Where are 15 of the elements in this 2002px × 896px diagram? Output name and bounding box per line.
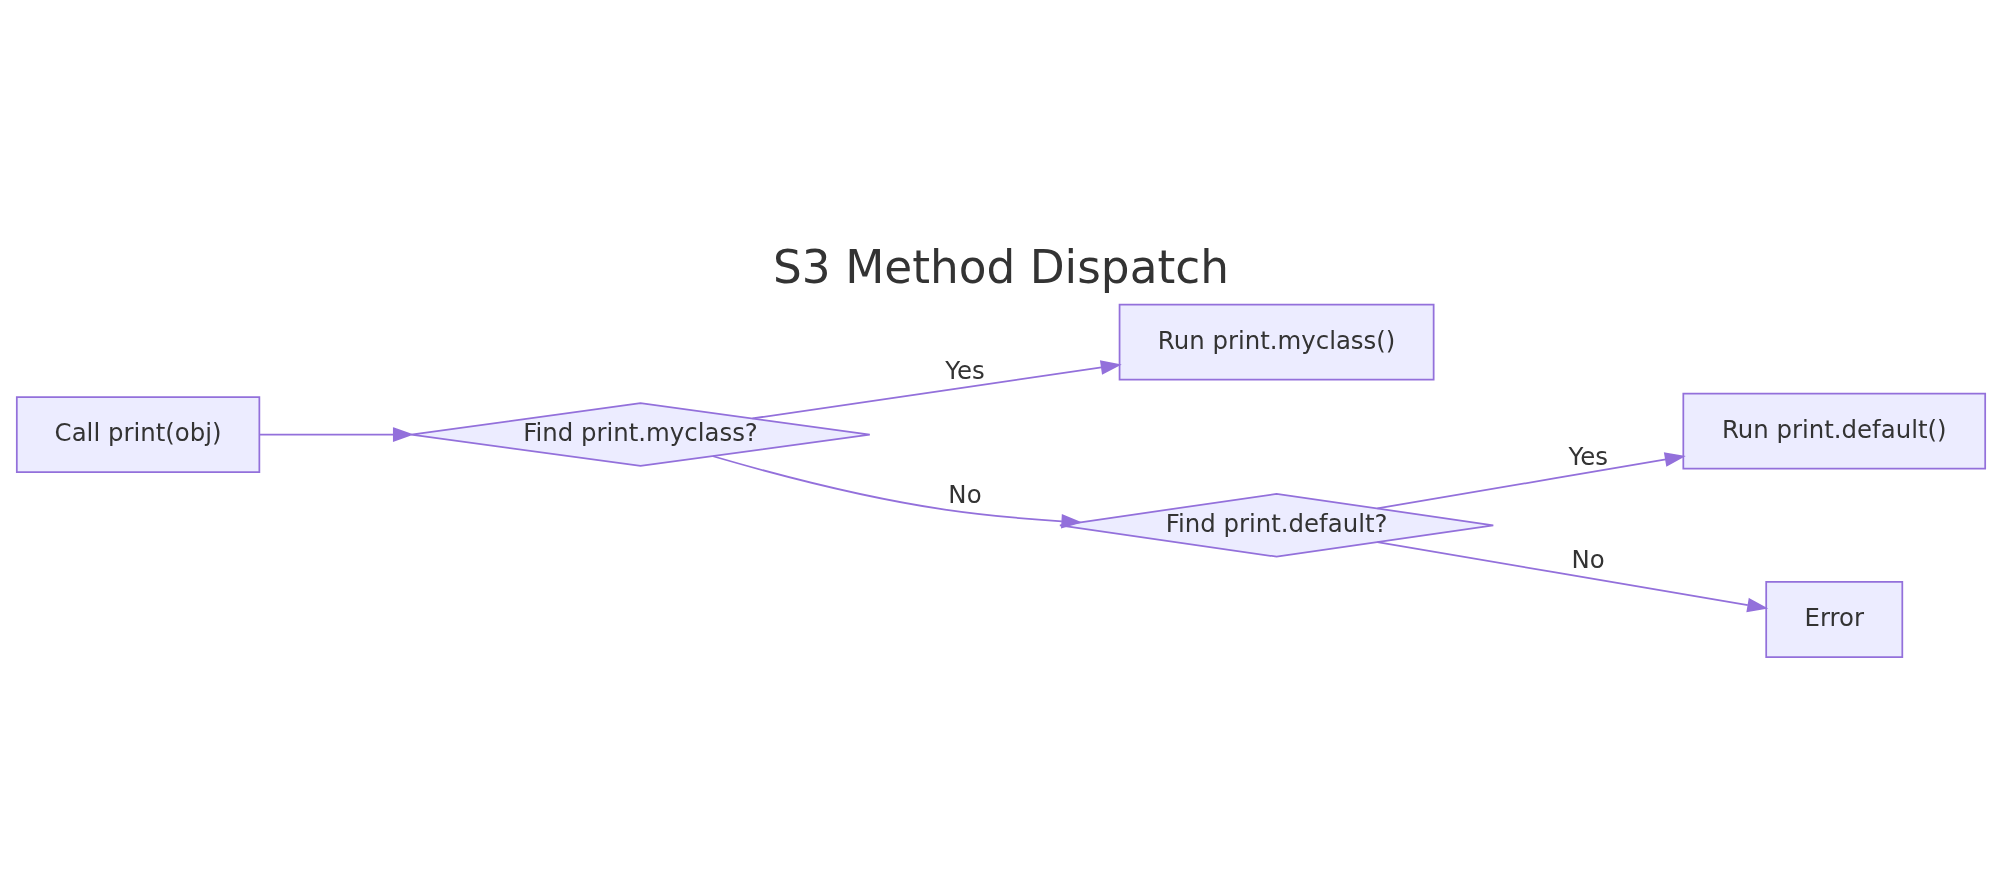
node-box: Run print.myclass() xyxy=(1118,303,1435,380)
arrow xyxy=(1376,451,1686,509)
edge-label: No xyxy=(1571,544,1605,573)
edge-label: Yes xyxy=(945,355,985,385)
arrow xyxy=(712,454,1083,529)
edge-label: Yes xyxy=(1568,441,1608,471)
arrow xyxy=(259,426,414,442)
node-box: Call print(obj) xyxy=(15,395,261,473)
node-diamond: Find print.myclass? xyxy=(410,401,871,467)
arrow xyxy=(751,359,1122,419)
edge-label: No xyxy=(948,479,982,509)
node-box: Error xyxy=(1765,580,1904,658)
arrow xyxy=(1376,540,1769,612)
node-box: Run print.default() xyxy=(1682,392,1987,469)
diagram-title: S3 Method Dispatch xyxy=(773,240,1229,294)
